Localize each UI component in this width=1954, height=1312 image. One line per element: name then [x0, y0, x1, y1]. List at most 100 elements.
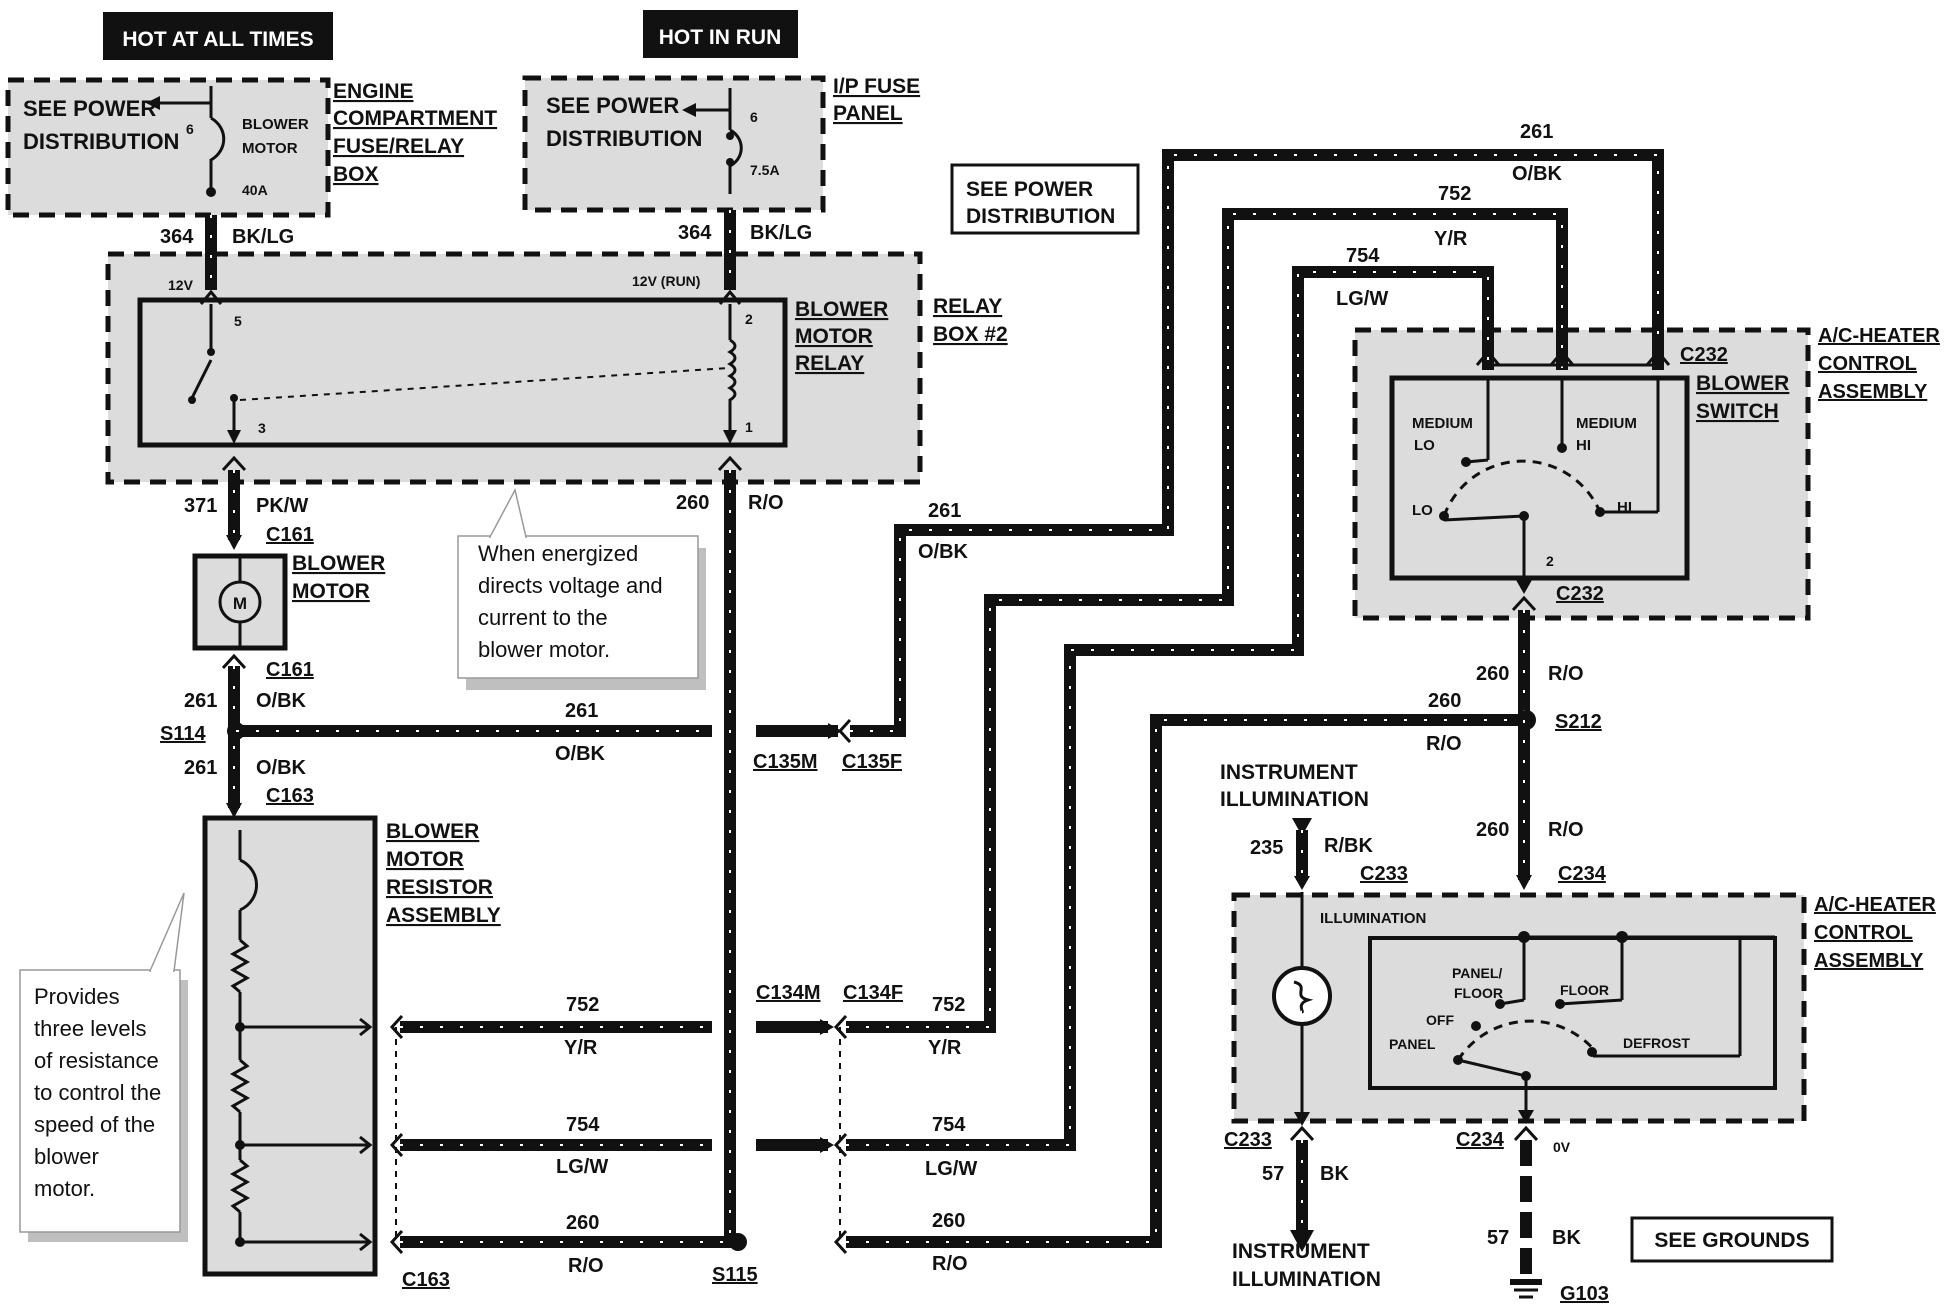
relay-note-box: [457, 535, 699, 679]
wire-261-resistor-color: O/BK: [256, 757, 307, 779]
wire-261-mid-color: O/BK: [555, 743, 606, 765]
illum-bottom-arrow: [1294, 1112, 1310, 1126]
blower-motor-symbol-label: M: [233, 594, 247, 613]
ac-control-top-2: CONTROL: [1818, 353, 1917, 375]
switch-pos-hi: [1595, 507, 1605, 517]
ip-see-power-1: SEE POWER: [546, 93, 679, 118]
c163-top: C163: [266, 785, 314, 807]
relay-switch-pivot: [188, 396, 196, 404]
relay-note-line-3: current to the: [478, 605, 608, 630]
wire-752-a-num: 752: [566, 994, 599, 1016]
relay-out-fork-right: [717, 455, 743, 472]
c233-top-arrow: [1294, 876, 1310, 890]
ip-feed-arrowhead: [682, 103, 696, 117]
engine-box-name-4: BOX: [333, 163, 379, 186]
sw-pin2: 2: [1546, 553, 1554, 569]
mode-floor: FLOOR: [1560, 982, 1609, 998]
c163-bottom: C163: [402, 1269, 450, 1291]
relay-coil-link: [239, 367, 729, 401]
c161-top-arrow: [226, 535, 242, 550]
c232-top: C232: [1680, 344, 1728, 366]
resistor-arrow-2: [359, 1135, 373, 1155]
relay-box-name-1: RELAY: [933, 295, 1002, 318]
ip-fuse-rating: 7.5A: [750, 162, 780, 178]
engine-fuse-number: 6: [186, 121, 194, 137]
wire-260-s212-left-color: R/O: [1426, 733, 1462, 755]
wire-57-right-num: 57: [1487, 1227, 1509, 1249]
mode-pos-off: [1471, 1021, 1481, 1031]
relay-name-1: BLOWER: [795, 298, 888, 321]
wire-261-top-color: O/BK: [1512, 163, 1563, 185]
relay-box-name-2: BOX #2: [933, 323, 1008, 346]
resistor-name-3: RESISTOR: [386, 876, 493, 899]
wire-261-motor-num: 261: [184, 690, 217, 712]
c234-top-arrow: [1516, 875, 1532, 890]
mode-panel: PANEL: [1389, 1036, 1436, 1052]
relay-left-supply: 12V: [168, 277, 194, 293]
c134m: C134M: [756, 982, 820, 1004]
engine-fuse-element: [209, 116, 226, 194]
relay-contact-point-2: [230, 394, 238, 402]
c232-bottom: C232: [1556, 583, 1604, 605]
mode-switch-assembly-outline: [1231, 892, 1807, 1124]
mode-lead-pf-join: [1499, 998, 1525, 1006]
engine-fuse-box-outline: [5, 77, 331, 218]
c161-top: C161: [266, 524, 314, 546]
c134f-fork-260: [833, 1229, 848, 1255]
c135f: C135F: [842, 751, 902, 773]
relay-pin5: 5: [234, 313, 242, 329]
hot-at-all-times-banner: [103, 12, 333, 60]
c233-top: C233: [1360, 863, 1408, 885]
wire-261-right: [850, 149, 1664, 737]
ip-panel-name-1: I/P FUSE: [833, 75, 920, 98]
zero-volt: 0V: [1553, 1139, 1571, 1155]
wire-57-left-num: 57: [1262, 1163, 1284, 1185]
mode-panelfloor-1: PANEL/: [1452, 965, 1502, 981]
c234-bottom-fork: [1513, 1125, 1539, 1142]
sw-medlo-1: MEDIUM: [1412, 415, 1473, 432]
relay-pin1: 1: [745, 419, 753, 435]
s114: S114: [160, 723, 206, 745]
mode-lead-floor-join: [1559, 998, 1623, 1006]
ac-control-top-3: ASSEMBLY: [1818, 381, 1928, 403]
hot-at-all-times-label: HOT AT ALL TIMES: [122, 28, 313, 51]
wire-260-relay-color: R/O: [748, 492, 784, 514]
wire-752-b: [846, 208, 1568, 1033]
mode-common-arrow: [1518, 1110, 1534, 1124]
resistor-note-line-7: motor.: [34, 1176, 95, 1201]
resistor-r3: [229, 1158, 251, 1214]
relay-right-supply: 12V (RUN): [632, 273, 700, 289]
wire-371-num: 371: [184, 495, 217, 517]
wire-260-s212-left-num: 260: [1428, 690, 1461, 712]
relay-fork-right: [718, 289, 742, 305]
relay-switch-arm: [190, 359, 213, 399]
wire-364-left-color: BK/LG: [232, 226, 294, 248]
blower-switch-assembly-outline: [1352, 327, 1811, 621]
c163-fork-1: [389, 1014, 404, 1040]
switch-common-arrow: [1516, 580, 1532, 594]
relay-contact-point: [207, 348, 215, 356]
ac-control-bottom-1: A/C-HEATER: [1814, 894, 1936, 916]
resistor-r1: [229, 938, 251, 994]
hot-in-run-banner: [643, 10, 798, 58]
wire-260-a-color: R/O: [568, 1255, 604, 1277]
blower-motor-name-2: MOTOR: [292, 580, 370, 603]
ip-fuse-panel-shade: [525, 78, 823, 210]
wire-261-right-color: O/BK: [918, 541, 969, 563]
engine-fuse-blower-1: BLOWER: [242, 116, 309, 133]
mode-pos-defrost: [1587, 1047, 1597, 1057]
relay-note-line-2: directs voltage and: [478, 573, 663, 598]
c135m: C135M: [753, 751, 817, 773]
c163-top-arrow: [226, 803, 242, 818]
engine-fuse-rating: 40A: [242, 182, 268, 198]
c233-bottom: C233: [1224, 1129, 1272, 1151]
wire-752-top-color: Y/R: [1434, 228, 1468, 250]
resistor-name-2: MOTOR: [386, 848, 464, 871]
see-power-distribution-box: [950, 163, 1140, 235]
c232-fork-752: [1549, 349, 1575, 366]
wire-260-relay-num: 260: [676, 492, 709, 514]
resistor-arrow-3: [359, 1232, 373, 1252]
relay-name-3: RELAY: [795, 352, 864, 375]
wire-754-b-num: 754: [932, 1114, 966, 1136]
